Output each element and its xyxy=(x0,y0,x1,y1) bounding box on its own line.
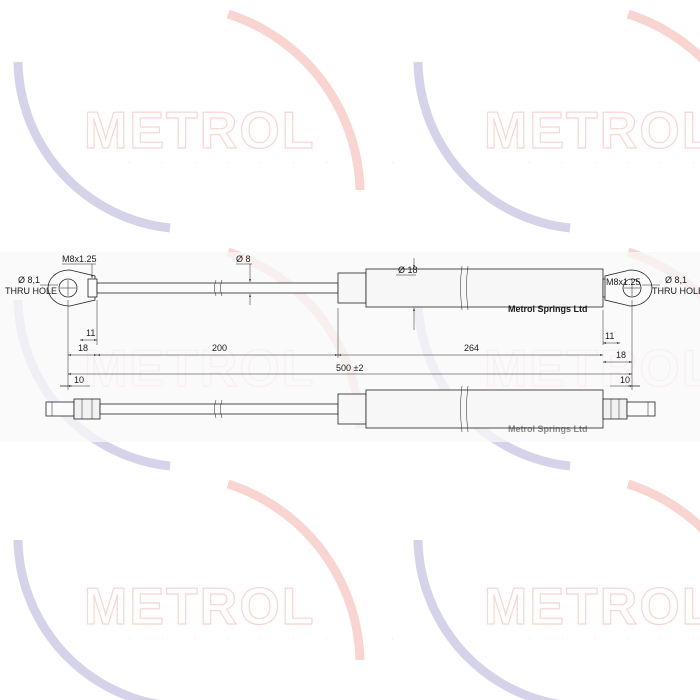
watermark-tile: METROL · · · · · · · · · xyxy=(13,9,408,233)
left-hole-icon xyxy=(58,278,78,298)
dim-overall-500: 500 ±2 xyxy=(336,363,363,373)
dim-left-10: 10 xyxy=(74,375,84,385)
dim-stroke-200: 200 xyxy=(212,343,227,353)
watermark-tile: METROL · · · · · · · · · xyxy=(413,479,700,700)
watermark-tagline: · · · · · · · · · xyxy=(128,634,408,643)
watermark-logo: METROL xyxy=(484,102,700,160)
dim-right-10: 10 xyxy=(620,375,630,385)
left-hole-diameter: Ø 8,1 xyxy=(18,275,40,285)
right-hole-icon xyxy=(622,278,642,298)
right-hole-note: THRU HOLE xyxy=(652,286,700,296)
side-collar xyxy=(337,393,367,425)
watermark-tile: METROL · · · · · · · · · xyxy=(13,479,408,700)
right-eyelet xyxy=(602,269,653,307)
right-thread-label: M8x1.25 xyxy=(606,277,641,287)
watermark-arc-blue xyxy=(13,539,160,700)
body-diameter-label: Ø 18 xyxy=(398,265,418,275)
watermark-arc-blue xyxy=(413,539,560,700)
piston-rod xyxy=(96,282,339,294)
break-mark xyxy=(214,399,223,419)
side-piston-rod xyxy=(99,403,339,415)
left-thread-stud xyxy=(45,401,75,417)
side-cylinder-label: Metrol Springs Ltd xyxy=(508,424,588,434)
watermark-arc-blue xyxy=(413,61,571,233)
dim-body-264: 264 xyxy=(464,343,479,353)
side-cylinder-body xyxy=(365,389,604,429)
dimension-lines: 11 18 200 264 11 18 500 ±2 10 10 xyxy=(60,300,640,390)
watermark-arc-blue xyxy=(13,61,171,233)
watermark-tagline: · · · · · · · · · xyxy=(528,158,700,167)
watermark-logo: METROL xyxy=(84,102,316,160)
left-end-fitting xyxy=(73,398,101,420)
watermark-arc-red xyxy=(626,479,700,533)
break-mark xyxy=(214,279,223,297)
left-thread-label: M8x1.25 xyxy=(62,254,97,264)
left-hole-note: THRU HOLE xyxy=(5,286,57,296)
right-hole-diameter: Ø 8,1 xyxy=(665,275,687,285)
watermark-arc-red xyxy=(626,9,700,63)
watermark-tagline: · · · · · · · · · xyxy=(528,634,700,643)
dim-left-18: 18 xyxy=(78,343,88,353)
watermark-tile: METROL · · · · · · · · · xyxy=(413,9,700,233)
dim-left-11: 11 xyxy=(86,328,95,338)
right-thread-stud xyxy=(626,401,656,417)
break-mark xyxy=(460,265,469,311)
cylinder-body xyxy=(365,268,604,308)
watermark-arc-red xyxy=(226,479,365,661)
watermark-tagline: · · · · · · · · · xyxy=(128,158,408,167)
gas-spring-top-view: Metrol Springs Ltd xyxy=(47,265,653,314)
watermark-logo: METROL xyxy=(84,578,316,636)
watermark-arc-red xyxy=(226,9,365,191)
watermark-logo: METROL xyxy=(484,578,700,636)
rod-diameter-label: Ø 8 xyxy=(236,254,251,264)
gas-spring-side-view: Metrol Springs Ltd xyxy=(45,385,656,434)
left-eyelet xyxy=(47,269,98,307)
cylinder-collar xyxy=(337,272,367,304)
cylinder-label: Metrol Springs Ltd xyxy=(508,304,588,314)
right-end-fitting xyxy=(602,398,628,420)
break-mark xyxy=(460,385,469,433)
dim-right-11: 11 xyxy=(605,331,614,341)
dim-right-18: 18 xyxy=(616,350,626,360)
